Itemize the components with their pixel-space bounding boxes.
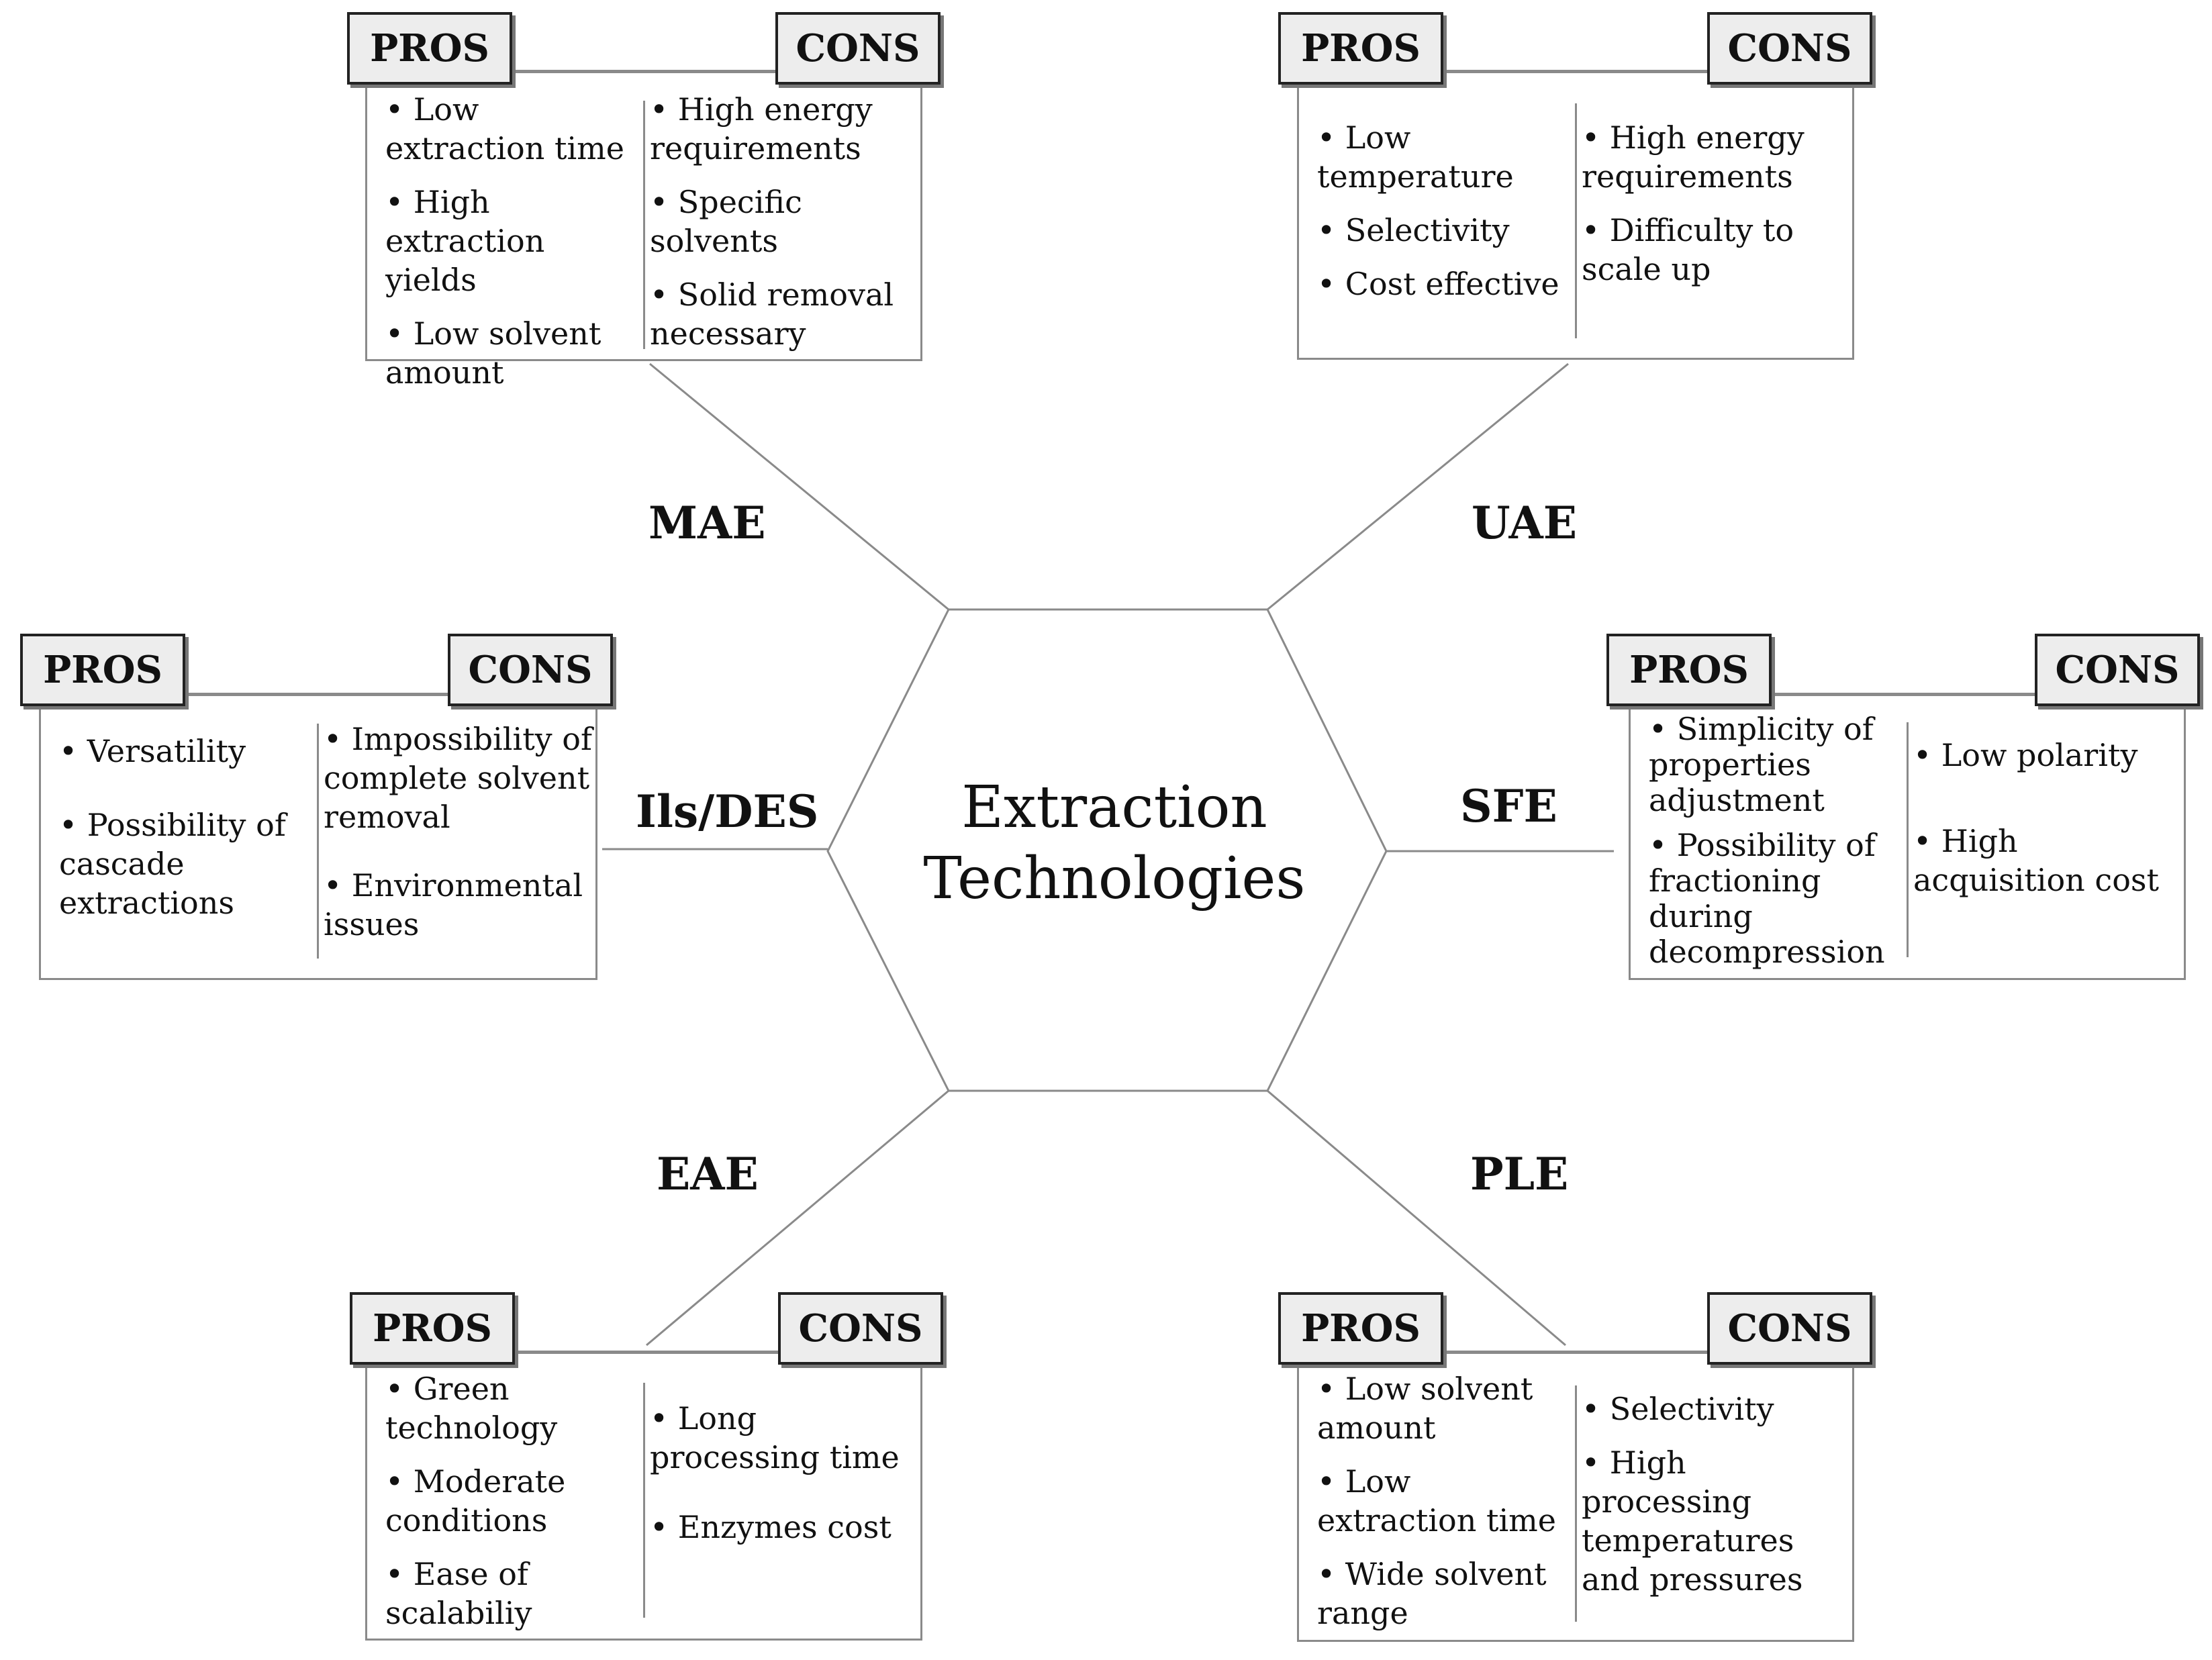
ils-des-column-divider bbox=[317, 724, 319, 959]
mae-tag-connector bbox=[510, 71, 775, 73]
uae-pro-item: • Selectivity bbox=[1317, 212, 1510, 248]
sfe-cons-list: • Low polarity • High acquisition cost bbox=[1913, 736, 2179, 914]
connector-uae bbox=[1267, 362, 1569, 611]
eae-pro-item: • Green technology bbox=[385, 1371, 558, 1446]
ils-des-pros-list: • Versatility • Possibility of cascade e… bbox=[59, 732, 301, 937]
mae-pros-tag: PROS bbox=[347, 12, 512, 85]
center-title: Extraction Technologies bbox=[873, 772, 1356, 914]
label-ple: PLE bbox=[1470, 1148, 1569, 1200]
center-title-line1: Extraction bbox=[961, 774, 1267, 841]
ils-des-pros-tag: PROS bbox=[20, 634, 185, 706]
label-uae: UAE bbox=[1472, 497, 1578, 549]
uae-pros-tag: PROS bbox=[1278, 12, 1443, 85]
ple-pro-item: • Wide solvent range bbox=[1317, 1556, 1547, 1631]
uae-cons-list: • High energy requirements • Difficulty … bbox=[1582, 118, 1843, 303]
sfe-con-item: • Low polarity bbox=[1913, 737, 2138, 773]
ils-des-cons-tag: CONS bbox=[448, 634, 613, 706]
mae-con-item: • Solid removal necessary bbox=[650, 277, 894, 352]
eae-pros-tag: PROS bbox=[350, 1292, 515, 1365]
connector-mae bbox=[649, 362, 949, 611]
uae-cons-tag: CONS bbox=[1707, 12, 1872, 85]
ple-cons-list: • Selectivity • High processing temperat… bbox=[1582, 1389, 1843, 1614]
uae-con-item: • High energy requirements bbox=[1582, 119, 1805, 195]
ple-column-divider bbox=[1575, 1385, 1577, 1622]
ils-des-con-item: • Environmental issues bbox=[324, 867, 583, 942]
uae-pros-list: • Low temperature • Selectivity • Cost e… bbox=[1317, 118, 1566, 318]
ple-pro-item: • Low extraction time bbox=[1317, 1463, 1557, 1539]
eae-pro-item: • Moderate conditions bbox=[385, 1463, 566, 1539]
mae-cons-list: • High energy requirements • Specific so… bbox=[650, 90, 916, 368]
uae-column-divider bbox=[1575, 103, 1577, 338]
ple-cons-tag: CONS bbox=[1707, 1292, 1872, 1365]
eae-con-item: • Long processing time bbox=[650, 1400, 900, 1475]
uae-pro-item: • Cost effective bbox=[1317, 266, 1559, 302]
ils-des-pro-item: • Possibility of cascade extractions bbox=[59, 807, 286, 921]
ple-pro-item: • Low solvent amount bbox=[1317, 1371, 1533, 1446]
uae-pro-item: • Low temperature bbox=[1317, 119, 1514, 195]
label-sfe: SFE bbox=[1460, 780, 1557, 832]
center-title-line2: Technologies bbox=[923, 845, 1306, 912]
sfe-column-divider bbox=[1907, 722, 1909, 957]
uae-con-item: • Difficulty to scale up bbox=[1582, 212, 1794, 287]
eae-pros-list: • Green technology • Moderate conditions… bbox=[385, 1369, 638, 1647]
sfe-pro-item: • Simplicity of properties adjustment bbox=[1649, 711, 1874, 818]
label-ils-des: Ils/DES bbox=[636, 785, 819, 838]
connector-ple bbox=[1267, 1089, 1566, 1347]
sfe-tag-connector bbox=[1772, 694, 2037, 696]
eae-cons-tag: CONS bbox=[778, 1292, 943, 1365]
eae-cons-list: • Long processing time • Enzymes cost bbox=[650, 1399, 916, 1561]
ple-pros-list: • Low solvent amount • Low extraction ti… bbox=[1317, 1369, 1570, 1647]
mae-cons-tag: CONS bbox=[775, 12, 941, 85]
ple-tag-connector bbox=[1442, 1352, 1707, 1354]
sfe-pro-item: • Possibility of fractioning during deco… bbox=[1649, 827, 1885, 970]
ple-con-item: • High processing temperatures and press… bbox=[1582, 1445, 1803, 1598]
connector-eae bbox=[646, 1089, 949, 1347]
mae-pro-item: • Low extraction time bbox=[385, 91, 625, 166]
sfe-pros-tag: PROS bbox=[1606, 634, 1772, 706]
ils-des-cons-list: • Impossibility of complete solvent remo… bbox=[324, 720, 593, 959]
mae-con-item: • Specific solvents bbox=[650, 184, 802, 259]
mae-column-divider bbox=[643, 101, 645, 349]
mae-con-item: • High energy requirements bbox=[650, 91, 873, 166]
mae-pro-item: • Low solvent amount bbox=[385, 315, 602, 391]
ple-pros-tag: PROS bbox=[1278, 1292, 1443, 1365]
eae-pro-item: • Ease of scalabiliy bbox=[385, 1556, 532, 1631]
ils-des-con-item: • Impossibility of complete solvent remo… bbox=[324, 721, 593, 835]
mae-pro-item: • High extraction yields bbox=[385, 184, 545, 298]
sfe-pros-list: • Simplicity of properties adjustment • … bbox=[1649, 712, 1903, 985]
label-eae: EAE bbox=[657, 1148, 759, 1200]
sfe-cons-tag: CONS bbox=[2035, 634, 2200, 706]
sfe-con-item: • High acquisition cost bbox=[1913, 823, 2159, 898]
eae-con-item: • Enzymes cost bbox=[650, 1509, 892, 1545]
eae-column-divider bbox=[643, 1383, 645, 1618]
label-mae: MAE bbox=[648, 497, 766, 549]
ils-des-pro-item: • Versatility bbox=[59, 733, 246, 769]
ple-con-item: • Selectivity bbox=[1582, 1391, 1774, 1427]
mae-pros-list: • Low extraction time • High extraction … bbox=[385, 90, 638, 407]
ils-des-tag-connector bbox=[183, 694, 448, 696]
uae-tag-connector bbox=[1442, 71, 1707, 73]
eae-tag-connector bbox=[513, 1352, 778, 1354]
